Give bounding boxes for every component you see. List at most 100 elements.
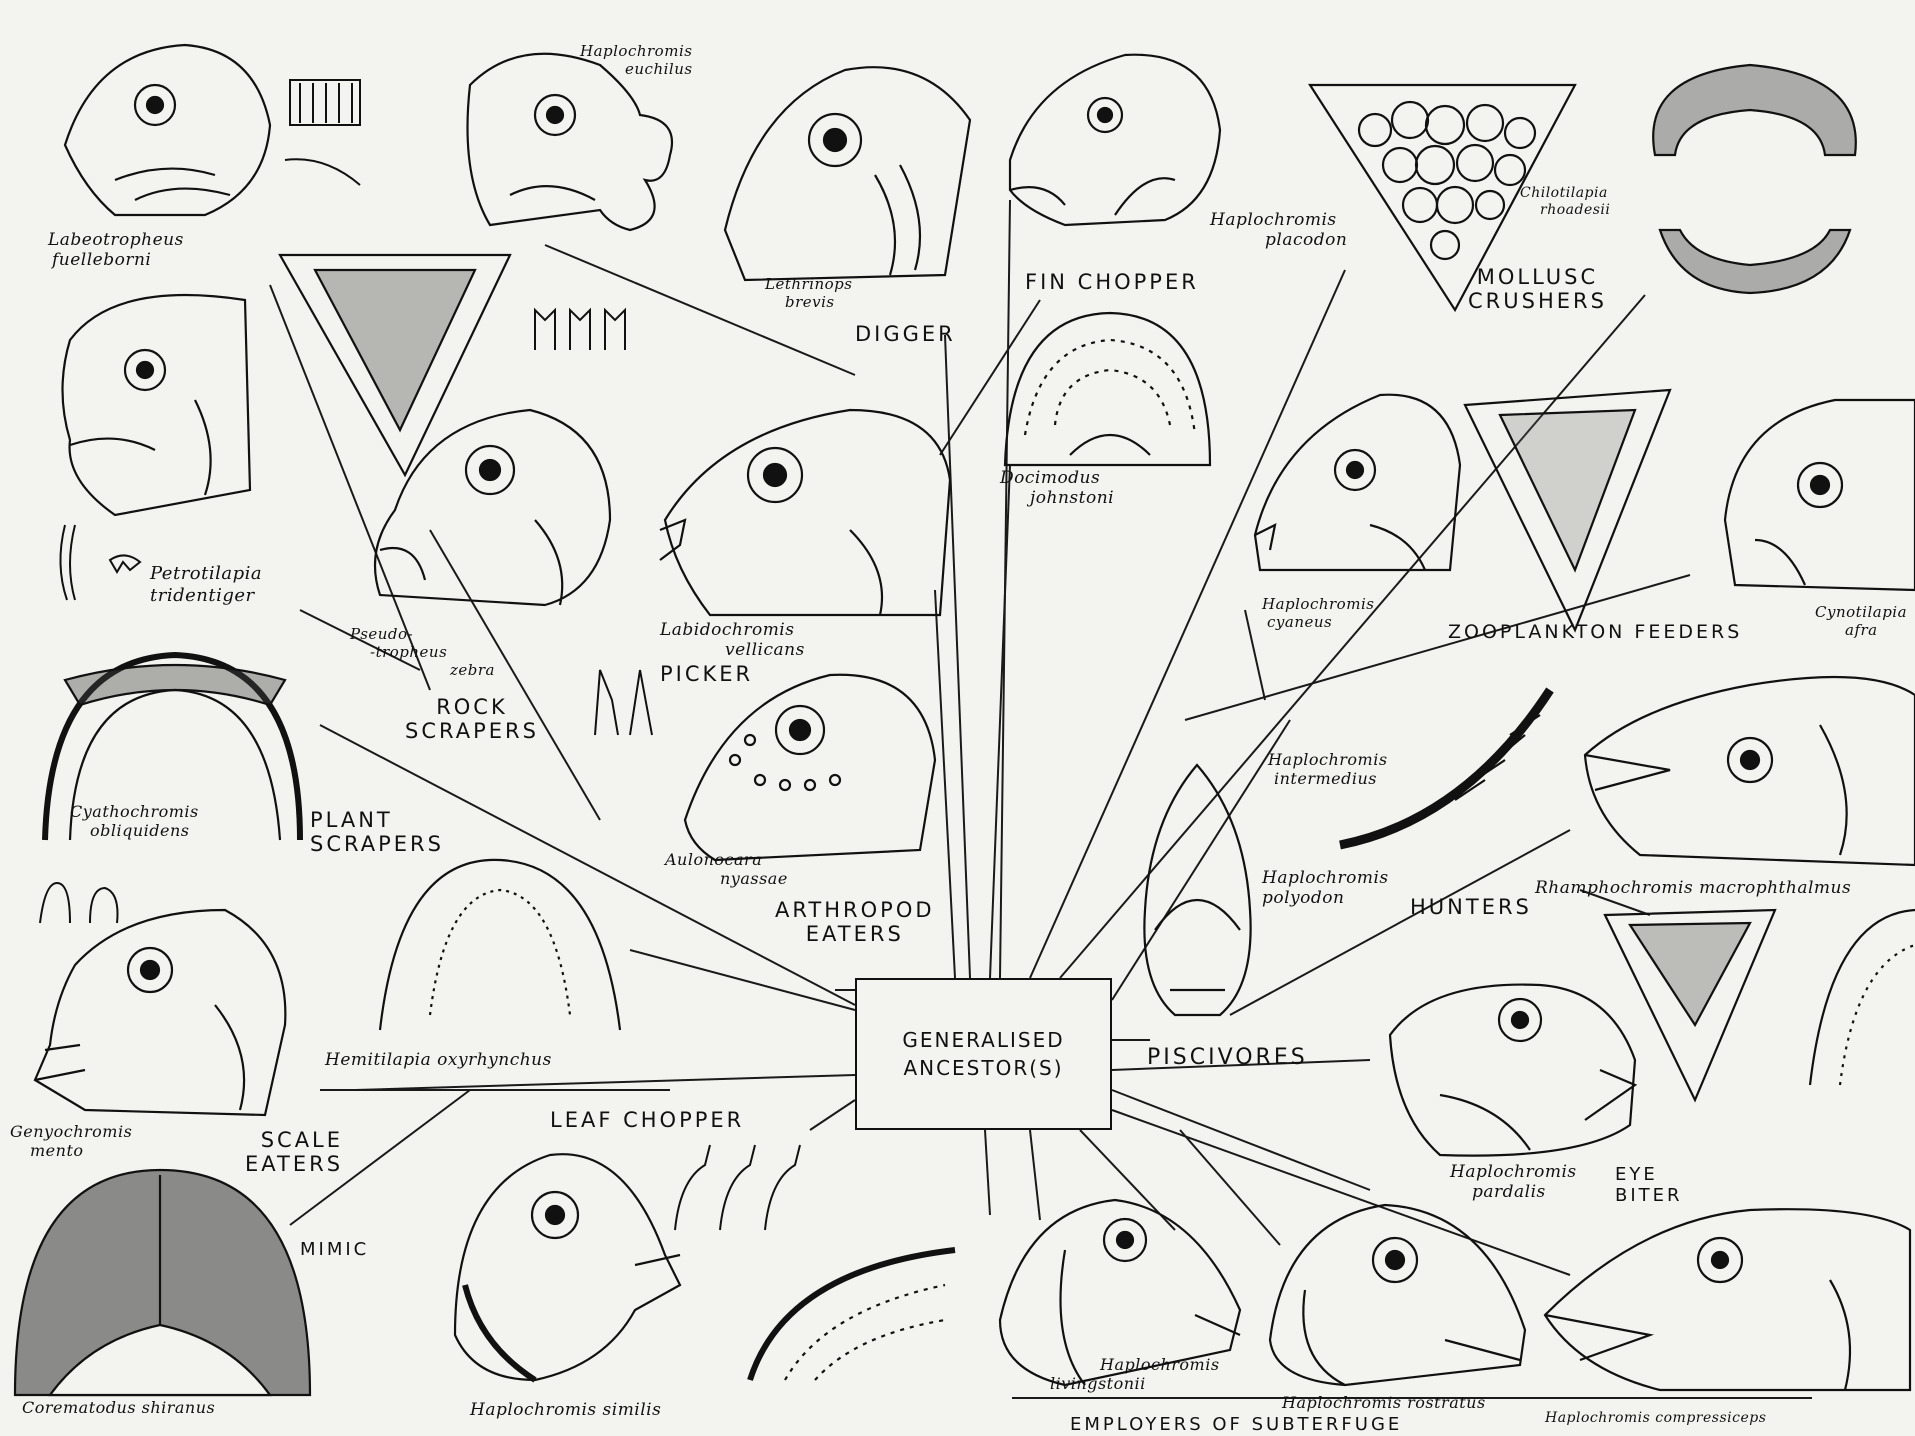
- species-cynotilapia-line1: Cynotilapia: [1815, 603, 1907, 621]
- species-docimodus-line1: Docimodus: [1000, 468, 1114, 488]
- ancestor-label-line2: ANCESTOR(S): [902, 1054, 1064, 1082]
- labeotropheus-head-drawing: [55, 30, 275, 215]
- category-plant-scrapers: PLANT SCRAPERS: [310, 808, 444, 856]
- species-labidochromis-line1: Labidochromis: [660, 620, 805, 640]
- line-scale-eaters: [355, 1075, 855, 1090]
- species-polyodon-line1: Haplochromis: [1262, 868, 1389, 888]
- species-livingstonii: Haplochromis livingstonii: [1050, 1355, 1220, 1393]
- rostratus-head-drawing: [1265, 1190, 1530, 1390]
- species-lethrinops-line1: Lethrinops: [765, 275, 853, 293]
- species-cynotilapia-line2: afra: [1815, 621, 1907, 639]
- species-cynotilapia: Cynotilapia afra: [1815, 603, 1907, 639]
- species-corematodus: Corematodus shiranus: [22, 1398, 215, 1417]
- generalised-ancestor-box: GENERALISED ANCESTOR(S): [855, 978, 1112, 1130]
- category-eye-biter-line1: EYE: [1615, 1165, 1683, 1186]
- category-digger: DIGGER: [855, 322, 956, 346]
- species-labeotropheus-line2: fuelleborni: [48, 250, 184, 270]
- species-docimodus-line2: johnstoni: [1000, 488, 1114, 508]
- species-pardalis-line2: pardalis: [1450, 1182, 1577, 1202]
- species-cyathochromis-line1: Cyathochromis: [70, 802, 199, 821]
- species-euchilus: Haplochromis euchilus: [580, 42, 693, 78]
- pardalis-head-drawing: [1380, 975, 1645, 1165]
- species-cyathochromis-line2: obliquidens: [70, 821, 199, 840]
- labidochromis-head-drawing: [650, 400, 955, 625]
- species-polyodon: Haplochromis polyodon: [1262, 868, 1389, 909]
- rhamphochromis-head-drawing: [1580, 665, 1915, 870]
- species-docimodus: Docimodus johnstoni: [1000, 468, 1114, 509]
- category-arthropod-eaters: ARTHROPOD EATERS: [775, 898, 935, 946]
- species-placodon-line2: placodon: [1210, 230, 1347, 250]
- species-pardalis: Haplochromis pardalis: [1450, 1162, 1577, 1203]
- species-lethrinops-line2: brevis: [765, 293, 853, 311]
- similis-head-drawing: [435, 1135, 685, 1385]
- category-plant-scrapers-line2: SCRAPERS: [310, 832, 444, 856]
- similis-jaw-detail: [745, 1240, 960, 1385]
- leaf-chopper-tooth-detail: [670, 1140, 820, 1235]
- category-hunters: HUNTERS: [1410, 895, 1532, 919]
- species-hemitilapia: Hemitilapia oxyrhynchus: [325, 1050, 552, 1070]
- labeotropheus-tooth-detail: [285, 75, 365, 190]
- species-rhamphochromis: Rhamphochromis macrophthalmus: [1535, 878, 1851, 898]
- species-labidochromis-line2: vellicans: [660, 640, 805, 660]
- species-labeotropheus: Labeotropheus fuelleborni: [48, 230, 184, 271]
- category-rock-scrapers: ROCK SCRAPERS: [405, 695, 539, 743]
- species-intermedius: Haplochromis intermedius: [1268, 750, 1388, 788]
- hunters-jaw-drawing: [1805, 905, 1915, 1090]
- category-leaf-chopper: LEAF CHOPPER: [550, 1108, 744, 1132]
- species-placodon-line1: Haplochromis: [1210, 210, 1347, 230]
- category-zooplankton-feeders: ZOOPLANKTON FEEDERS: [1448, 622, 1742, 644]
- cyaneus-pharyngeal-drawing: [1460, 385, 1675, 635]
- species-compressiceps: Haplochromis compressiceps: [1545, 1410, 1766, 1427]
- species-cyaneus-line2: cyaneus: [1262, 613, 1374, 631]
- species-petrotilapia: Petrotilapia tridentiger: [150, 563, 262, 606]
- species-cyaneus-line1: Haplochromis: [1262, 595, 1374, 613]
- species-euchilus-line2: euchilus: [580, 60, 693, 78]
- cyaneus-head-drawing: [1250, 385, 1465, 575]
- species-chilotilapia: Chilotilapia rhoadesii: [1520, 185, 1610, 219]
- species-livingstonii-line2: livingstonii: [1050, 1374, 1220, 1393]
- species-cyaneus: Haplochromis cyaneus: [1262, 595, 1374, 631]
- category-piscivores: PISCIVORES: [1147, 1045, 1308, 1070]
- category-mollusc-crushers-line1: MOLLUSC: [1468, 265, 1607, 289]
- plant-scrapers-jaw-drawing: [375, 855, 625, 1035]
- species-livingstonii-line1: Haplochromis: [1050, 1355, 1220, 1374]
- species-rostratus: Haplochromis rostratus: [1282, 1393, 1486, 1412]
- polyodon-skull-drawing: [1130, 760, 1265, 1025]
- species-petrotilapia-line2: tridentiger: [150, 585, 262, 607]
- petrotilapia-head-drawing: [45, 280, 260, 520]
- pseudotropheus-head-drawing: [365, 400, 615, 615]
- line-leaf-chopper: [810, 1100, 855, 1130]
- docimodus-jaw-drawing: [1000, 305, 1215, 470]
- species-chilotilapia-line1: Chilotilapia: [1520, 185, 1610, 202]
- arthropod-tooth-detail: [590, 665, 660, 740]
- category-eye-biter-line2: BITER: [1615, 1186, 1683, 1207]
- species-intermedius-line1: Haplochromis: [1268, 750, 1388, 769]
- category-arthropod-eaters-line2: EATERS: [775, 922, 935, 946]
- species-aulonocara-line1: Aulonocara: [665, 850, 788, 869]
- species-pseudotropheus-line2: -tropheus: [350, 643, 495, 661]
- species-genyochromis-line1: Genyochromis: [10, 1122, 132, 1141]
- species-aulonocara: Aulonocara nyassae: [665, 850, 788, 888]
- species-euchilus-line1: Haplochromis: [580, 42, 693, 60]
- species-labidochromis: Labidochromis vellicans: [660, 620, 805, 661]
- line-pisc-2: [1112, 1090, 1370, 1190]
- ancestor-label-line1: GENERALISED: [902, 1026, 1064, 1054]
- category-arthropod-eaters-line1: ARTHROPOD: [775, 898, 935, 922]
- pseudotropheus-tooth-detail: [525, 305, 635, 355]
- species-placodon: Haplochromis placodon: [1210, 210, 1347, 251]
- category-plant-scrapers-line1: PLANT: [310, 808, 444, 832]
- category-eye-biter: EYE BITER: [1615, 1165, 1683, 1206]
- species-polyodon-line2: polyodon: [1262, 888, 1389, 908]
- chilotilapia-jaw-drawing: [1640, 55, 1870, 300]
- category-fin-chopper: FIN CHOPPER: [1025, 270, 1199, 294]
- species-similis: Haplochromis similis: [470, 1400, 661, 1420]
- category-rock-scrapers-line1: ROCK: [405, 695, 539, 719]
- species-lethrinops: Lethrinops brevis: [765, 275, 853, 311]
- category-mollusc-crushers: MOLLUSC CRUSHERS: [1468, 265, 1607, 313]
- line-hemitilapia: [630, 950, 855, 1010]
- category-scale-eaters-line2: EATERS: [245, 1152, 343, 1176]
- species-labeotropheus-line1: Labeotropheus: [48, 230, 184, 250]
- category-employers-of-subterfuge: EMPLOYERS OF SUBTERFUGE: [1070, 1415, 1402, 1436]
- compressiceps-head-drawing: [1540, 1200, 1910, 1395]
